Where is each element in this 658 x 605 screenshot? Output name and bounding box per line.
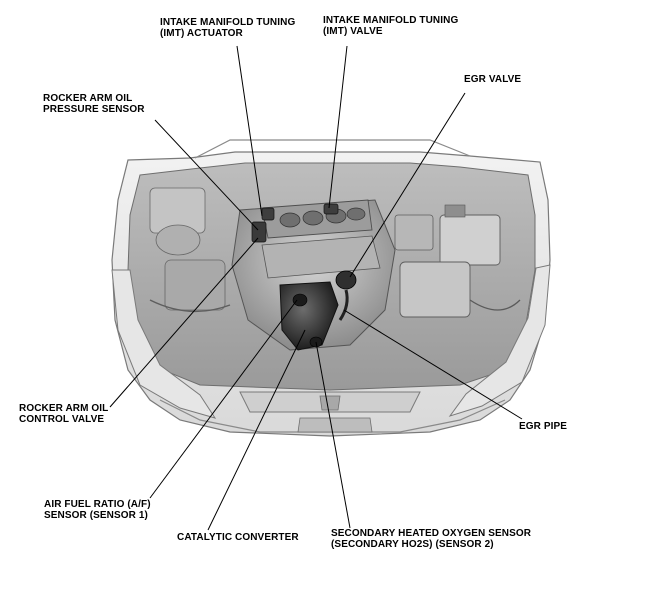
right-bay-components <box>394 204 521 318</box>
label-imt-actuator: INTAKE MANIFOLD TUNING (IMT) ACTUATOR <box>160 17 295 39</box>
label-ho2s-line2: (SECONDARY HO2S) (SENSOR 2) <box>331 539 494 550</box>
label-rocker-pressure-line2: PRESSURE SENSOR <box>43 104 145 115</box>
label-rocker-pressure-line1: ROCKER ARM OIL <box>43 93 133 104</box>
label-af-sensor-line1: AIR FUEL RATIO (A/F) <box>44 499 151 510</box>
label-af-sensor-line2: SENSOR (SENSOR 1) <box>44 510 148 521</box>
leader-imt-valve <box>328 45 348 209</box>
left-bay-components <box>149 187 231 313</box>
leader-egr-pipe <box>343 309 523 420</box>
label-rocker-arm-oil-control-valve: ROCKER ARM OIL CONTROL VALVE <box>19 403 108 425</box>
leader-catalytic <box>207 329 306 531</box>
label-rocker-control-line1: ROCKER ARM OIL <box>19 403 109 414</box>
label-catalytic-converter: CATALYTIC CONVERTER <box>177 532 299 543</box>
label-rocker-control-line2: CONTROL VALVE <box>19 414 105 425</box>
label-secondary-ho2s: SECONDARY HEATED OXYGEN SENSOR (SECONDAR… <box>331 528 531 550</box>
label-imt-actuator-line2: (IMT) ACTUATOR <box>160 28 243 39</box>
label-egr-valve: EGR VALVE <box>464 74 521 85</box>
leader-egr-valve <box>349 92 466 278</box>
leader-af-sensor <box>149 299 298 499</box>
label-imt-actuator-line1: INTAKE MANIFOLD TUNING <box>160 17 296 28</box>
label-af-sensor: AIR FUEL RATIO (A/F) SENSOR (SENSOR 1) <box>44 499 151 521</box>
leader-lines <box>109 45 523 531</box>
leader-rocker-pressure <box>154 119 259 231</box>
label-imt-valve-line1: INTAKE MANIFOLD TUNING <box>323 15 459 26</box>
label-catalytic-line1: CATALYTIC CONVERTER <box>177 532 299 543</box>
label-imt-valve: INTAKE MANIFOLD TUNING (IMT) VALVE <box>323 15 458 37</box>
label-egr-pipe-line1: EGR PIPE <box>519 421 568 432</box>
leader-imt-actuator <box>236 45 263 217</box>
exhaust-assembly <box>279 270 357 351</box>
leader-rocker-control <box>109 237 259 408</box>
leader-ho2s <box>315 341 351 529</box>
label-egr-pipe: EGR PIPE <box>519 421 567 432</box>
label-rocker-arm-oil-pressure-sensor: ROCKER ARM OIL PRESSURE SENSOR <box>43 93 145 115</box>
label-egr-valve-line1: EGR VALVE <box>464 74 522 85</box>
label-imt-valve-line2: (IMT) VALVE <box>323 26 383 37</box>
label-ho2s-line1: SECONDARY HEATED OXYGEN SENSOR <box>331 528 532 539</box>
engine <box>231 199 396 351</box>
